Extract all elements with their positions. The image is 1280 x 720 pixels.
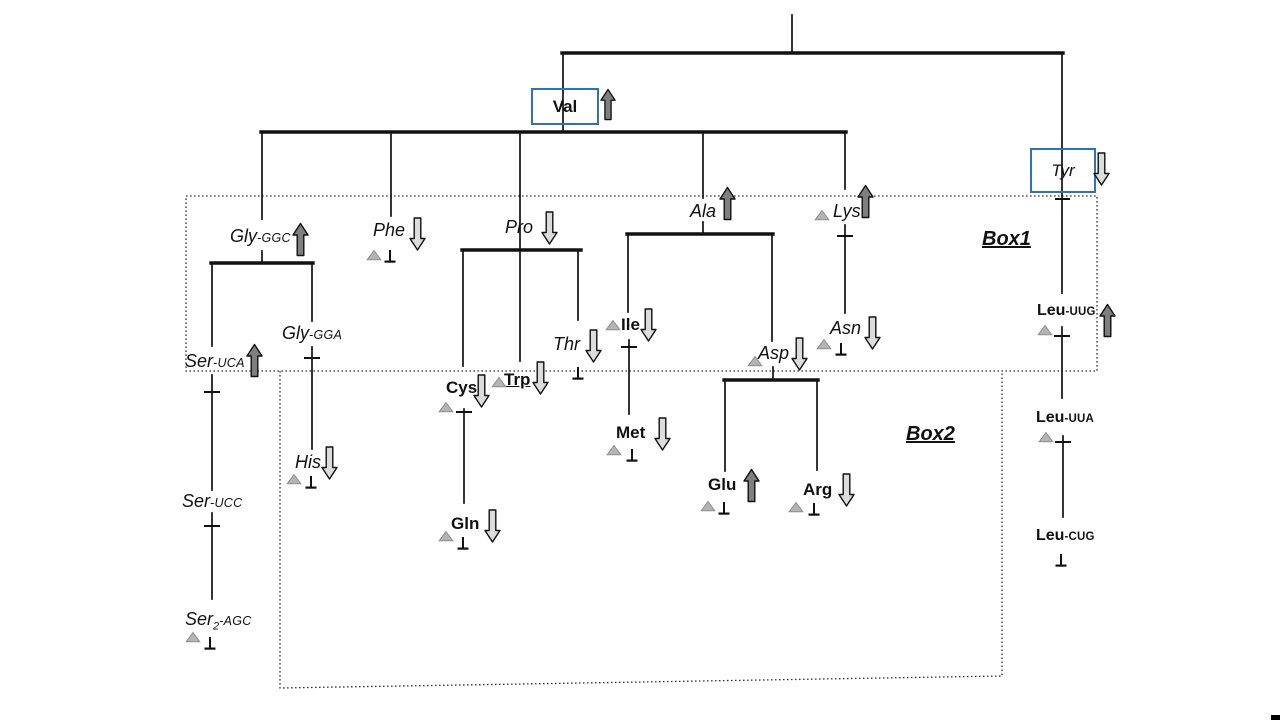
triangle-marker-icon (438, 530, 454, 542)
down-arrow-icon (409, 217, 426, 251)
up-arrow-icon (857, 184, 874, 219)
up-arrow-icon (743, 468, 760, 503)
node-ser2-agc: Ser2-AGC (185, 609, 252, 633)
triangle-marker-icon (747, 355, 763, 367)
box1-label: Box1 (982, 228, 1031, 250)
triangle-marker-icon (700, 500, 716, 512)
node-arg: Arg (803, 480, 833, 499)
terminal-icon (456, 536, 470, 551)
down-arrow-icon (791, 337, 808, 371)
node-asp: Asp (758, 343, 790, 363)
down-arrow-icon (321, 446, 338, 480)
node-glu: Glu (708, 475, 737, 494)
node-met: Met (616, 423, 646, 442)
node-leu-uua: Leu-UUA (1036, 409, 1094, 426)
triangle-marker-icon (605, 319, 621, 331)
val-box: Val (531, 88, 599, 125)
node-ser-uca: Ser-UCA (185, 351, 245, 371)
down-arrow-icon (541, 211, 558, 245)
terminal-icon (1054, 553, 1068, 568)
triangle-marker-icon (491, 376, 507, 388)
down-arrow-icon (864, 316, 881, 350)
down-arrow-icon (1093, 152, 1110, 186)
down-arrow-icon (654, 417, 671, 451)
triangle-marker-icon (814, 209, 830, 221)
node-gly-ggc: Gly-GGC (230, 226, 291, 246)
node-phe: Phe (373, 220, 406, 240)
terminal-icon (571, 366, 585, 381)
down-arrow-icon (484, 509, 501, 543)
terminal-icon (625, 448, 639, 463)
up-arrow-icon (719, 186, 736, 221)
terminal-icon (834, 342, 848, 357)
node-trp: Trp (504, 370, 531, 389)
node-gly-gga: Gly-GGA (282, 323, 343, 343)
down-arrow-icon (532, 361, 549, 395)
node-cys: Cys (446, 378, 478, 397)
down-arrow-icon (838, 473, 855, 507)
up-arrow-icon (246, 343, 263, 378)
terminal-icon (304, 475, 318, 490)
node-his: His (295, 452, 321, 472)
up-arrow-icon (292, 222, 309, 257)
box1-border (185, 195, 1098, 372)
node-ala: Ala (690, 201, 717, 221)
triangle-marker-icon (286, 473, 302, 485)
triangle-marker-icon (1038, 431, 1054, 443)
node-ile: Ile (621, 315, 640, 334)
terminal-icon (203, 636, 217, 651)
up-arrow-icon (1099, 303, 1116, 338)
node-lys: Lys (833, 201, 861, 221)
terminal-icon (383, 249, 397, 264)
up-arrow-icon (600, 88, 616, 121)
triangle-marker-icon (1037, 324, 1053, 336)
node-ser-ucc: Ser-UCC (182, 491, 243, 511)
node-leu-uug: Leu-UUG (1037, 302, 1096, 319)
down-arrow-icon (640, 308, 657, 342)
triangle-marker-icon (438, 401, 454, 413)
branch-ticks (204, 198, 1071, 527)
node-pro: Pro (505, 217, 534, 237)
node-asn: Asn (830, 318, 862, 338)
triangle-marker-icon (788, 501, 804, 513)
triangle-marker-icon (185, 631, 201, 643)
triangle-marker-icon (606, 444, 622, 456)
node-leu-cug: Leu-CUG (1036, 527, 1095, 544)
triangle-marker-icon (816, 338, 832, 350)
box2-label: Box2 (906, 423, 955, 445)
box2-border (279, 371, 1003, 689)
node-thr: Thr (553, 334, 580, 354)
tyr-box: Tyr (1030, 148, 1096, 193)
terminal-icon (717, 501, 731, 516)
node-gln: Gln (451, 514, 480, 533)
down-arrow-icon (473, 374, 490, 408)
val-label: Val (552, 96, 578, 116)
down-arrow-icon (585, 329, 602, 363)
tyr-label: Tyr (1051, 160, 1075, 180)
terminal-icon (807, 502, 821, 517)
corner-mark (1271, 715, 1280, 720)
triangle-marker-icon (366, 249, 382, 261)
